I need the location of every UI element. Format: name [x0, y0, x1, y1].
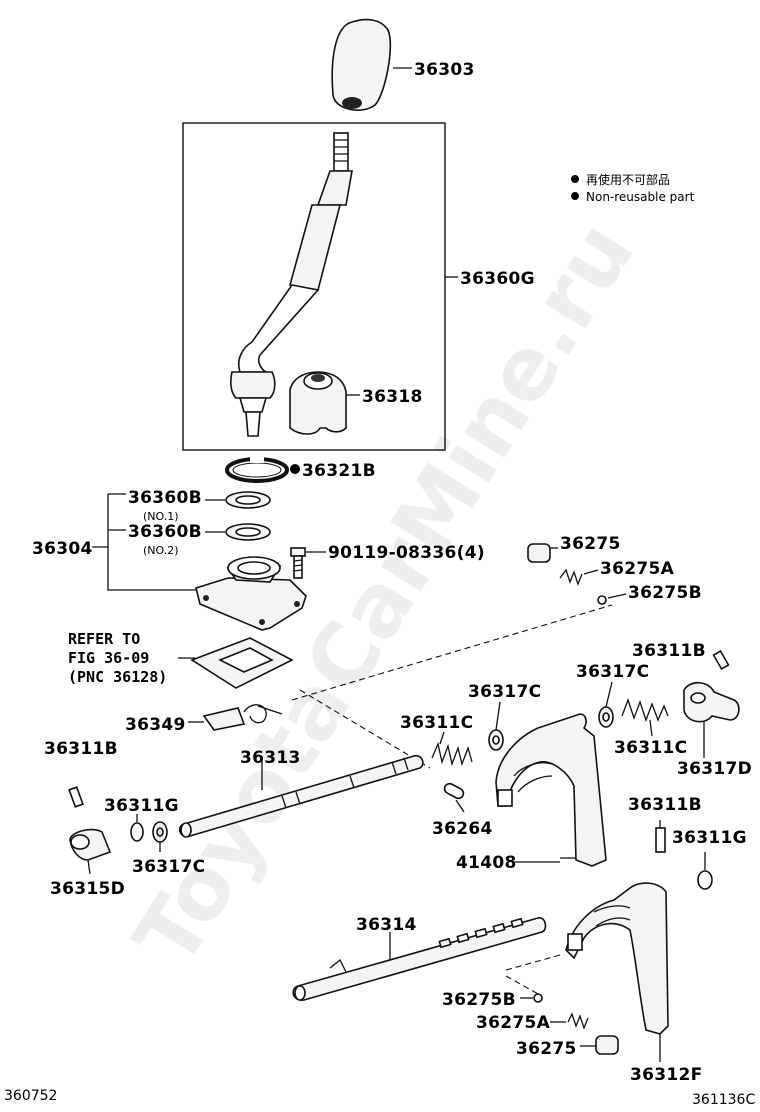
label-36317C-right: 36317C [576, 662, 649, 682]
corner-code-left: 360752 [4, 1088, 57, 1104]
label-36275-bottom: 36275 [516, 1039, 577, 1059]
shift-head-part [683, 681, 740, 758]
gasket-part [178, 637, 294, 689]
shift-lever-part [230, 132, 353, 437]
label-36315D: 36315D [50, 879, 125, 899]
snap-ring-part [225, 455, 300, 483]
legend-dot-icon [571, 175, 579, 183]
shift-shaft-lower-part [292, 917, 547, 1001]
pin-left-part [68, 786, 84, 808]
label-36264: 36264 [432, 819, 493, 839]
refer-line2: FIG 36-09 [68, 649, 149, 667]
interlock-pin-part [443, 782, 465, 813]
seat-no2-part [205, 523, 271, 541]
label-36311C-right: 36311C [614, 738, 687, 758]
label-36317C-mid: 36317C [468, 682, 541, 702]
washer-right-part [598, 681, 614, 728]
non-reusable-dot-icon [290, 464, 300, 474]
label-36311B-left: 36311B [44, 739, 118, 759]
washer-left-part [152, 821, 168, 852]
detent-spring-top-part [559, 568, 599, 586]
detent-plug-bottom-part [580, 1035, 619, 1055]
lever-boot-part [289, 371, 360, 435]
legend-en: Non-reusable part [586, 190, 695, 204]
label-36360G: 36360G [460, 269, 535, 289]
label-36360B-no1: 36360B [128, 488, 202, 508]
shift-fork-lower-part [565, 882, 669, 1062]
spring-right-part [621, 698, 669, 737]
label-no2: (NO.2) [143, 544, 179, 557]
label-36313: 36313 [240, 748, 301, 768]
label-36303: 36303 [414, 60, 475, 80]
lock-plate-part [188, 704, 283, 731]
label-36317C-left: 36317C [132, 857, 205, 877]
label-36275A-bottom: 36275A [476, 1013, 551, 1033]
lever-retainer-part [195, 556, 307, 631]
label-36318: 36318 [362, 387, 423, 407]
shift-head-left-part [69, 828, 112, 875]
detent-ball-bottom-part [520, 993, 543, 1003]
seat-no1-part [205, 491, 271, 509]
label-36349: 36349 [125, 715, 186, 735]
label-36304: 36304 [32, 539, 93, 559]
lever-assembly-box [182, 122, 446, 451]
label-36312F: 36312F [630, 1065, 703, 1085]
label-36275-top: 36275 [560, 534, 621, 554]
shift-fork-upper-part [495, 713, 607, 867]
label-41408: 41408 [456, 853, 517, 873]
label-36311G-right: 36311G [672, 828, 747, 848]
refer-line1: REFER TO [68, 630, 140, 648]
refer-line3: (PNC 36128) [68, 668, 167, 686]
detent-spring-bottom-part [550, 1012, 589, 1030]
spring-mid-part [431, 731, 473, 767]
ring-right-part [697, 852, 713, 890]
label-36317D: 36317D [677, 759, 752, 779]
shift-knob-part [331, 18, 412, 111]
label-36311B-right: 36311B [632, 641, 706, 661]
legend-jp: 再使用不可部品 [586, 172, 670, 187]
shift-shaft-upper-part [178, 754, 424, 838]
detent-ball-top-part [597, 593, 627, 605]
label-36360B-no2: 36360B [128, 522, 202, 542]
pin-right-part [712, 649, 730, 671]
label-36311B-lower: 36311B [628, 795, 702, 815]
legend: 再使用不可部品 Non-reusable part [571, 172, 695, 204]
bolt-part [290, 547, 326, 579]
label-36275A-top: 36275A [600, 559, 675, 579]
corner-code-right: 361136C [692, 1092, 755, 1108]
label-36275B-top: 36275B [628, 583, 702, 603]
pin-lower-part [655, 820, 666, 853]
label-36314: 36314 [356, 915, 417, 935]
label-no1: (NO.1) [143, 510, 179, 523]
washer-mid-part [488, 701, 504, 751]
label-36321B: 36321B [302, 461, 376, 481]
legend-dot-icon [571, 192, 579, 200]
label-36275B-bottom: 36275B [442, 990, 516, 1010]
detent-plug-top-part [527, 543, 558, 563]
label-90119: 90119-08336(4) [328, 543, 485, 563]
ring-left-part [130, 814, 144, 842]
label-36311C-mid: 36311C [400, 713, 473, 733]
label-36311G-left: 36311G [104, 796, 179, 816]
